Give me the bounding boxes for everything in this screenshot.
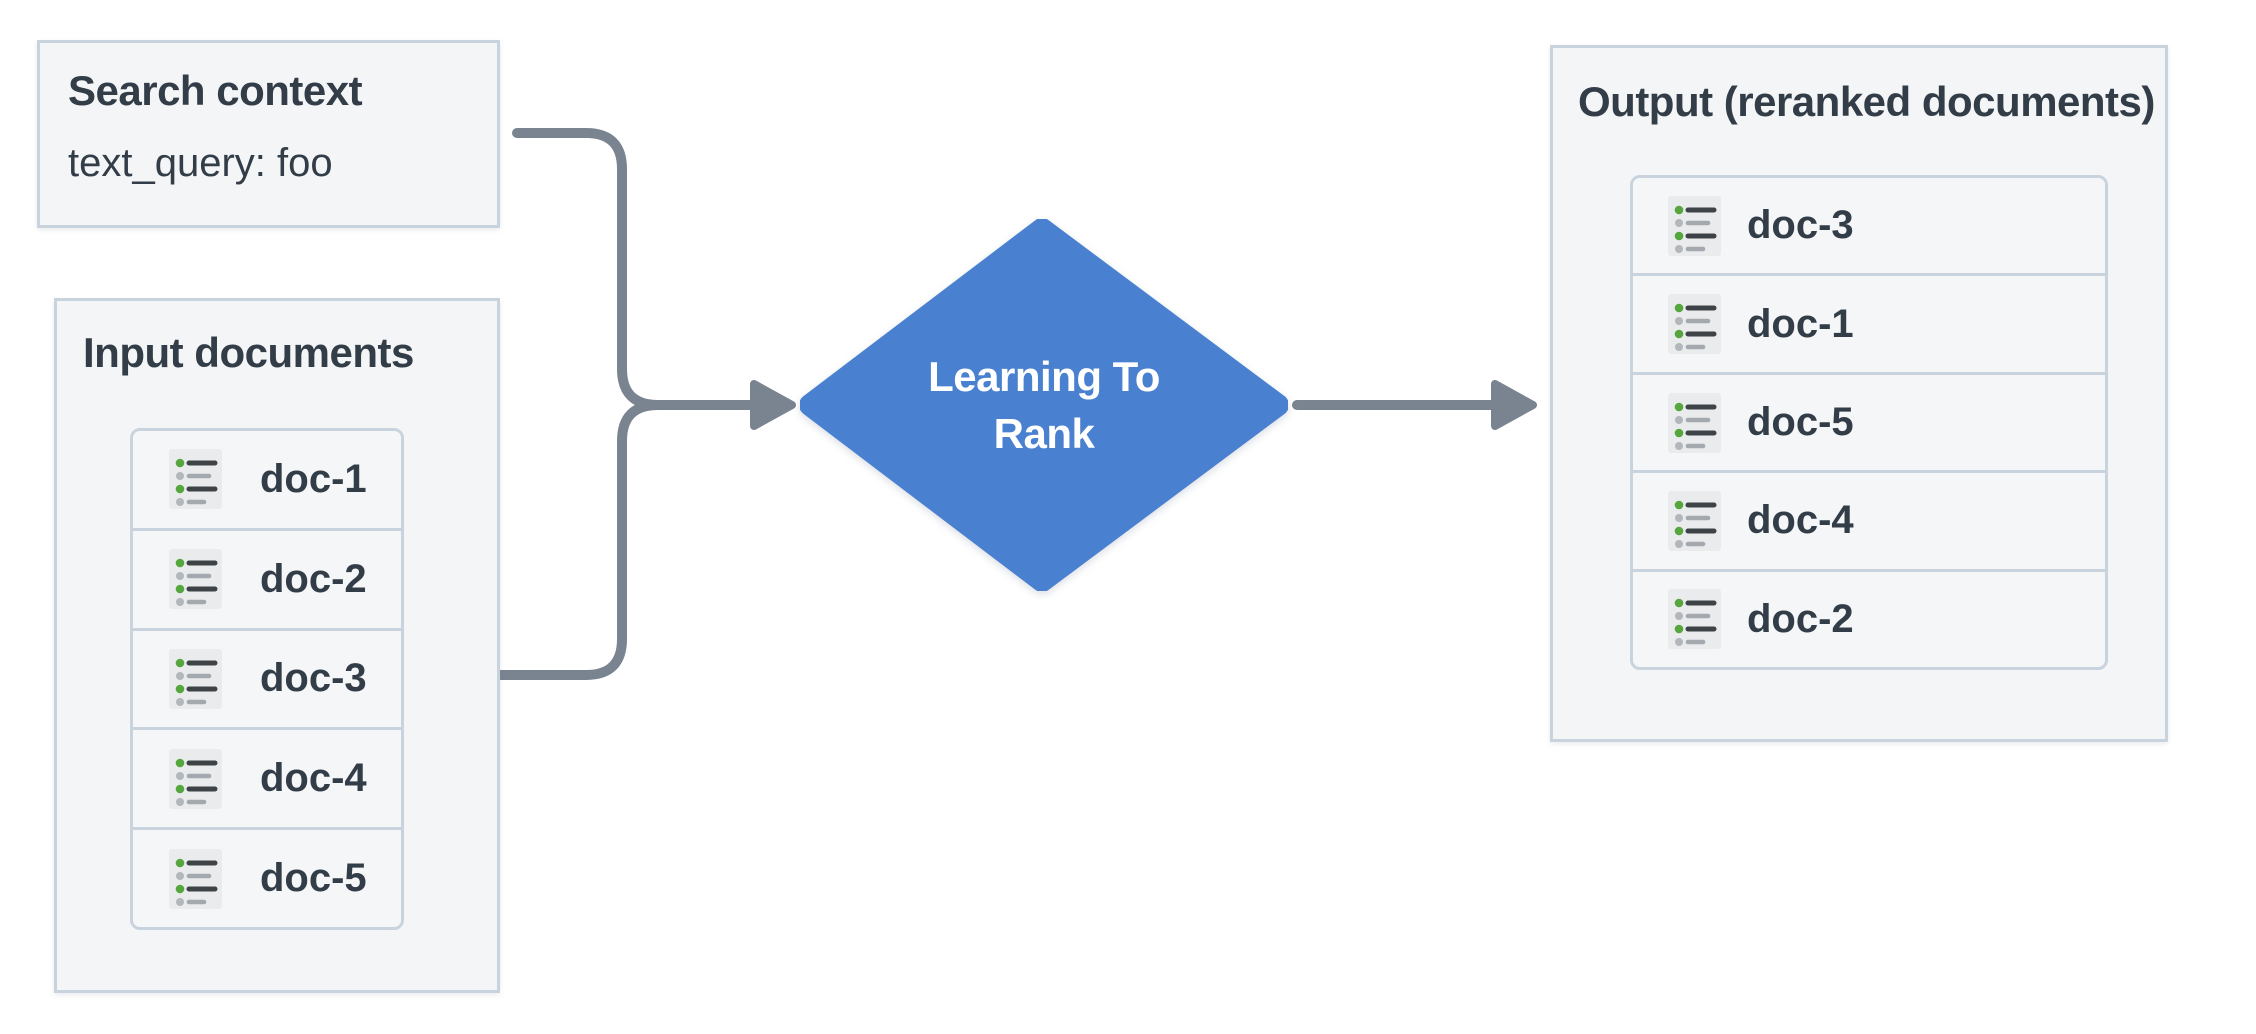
doc-list-icon	[1668, 195, 1721, 256]
output-doc-row-3: doc-5	[1633, 371, 2105, 471]
doc-label: doc-3	[260, 656, 367, 701]
output-title: Output (reranked documents)	[1578, 78, 2155, 125]
doc-label: doc-2	[260, 556, 367, 601]
arrowhead-into-ranker	[750, 380, 796, 430]
input-documents-title: Input documents	[83, 329, 414, 376]
doc-label: doc-4	[1747, 498, 1854, 543]
doc-label: doc-3	[1747, 203, 1854, 248]
diamond-shape	[800, 219, 1288, 591]
doc-list-icon	[169, 449, 222, 510]
doc-label: doc-5	[260, 856, 367, 901]
connector-from-search-context	[512, 128, 755, 410]
search-context-panel: Search context text_query: foo	[37, 40, 500, 228]
doc-list-icon	[1668, 392, 1721, 453]
doc-label: doc-1	[1747, 301, 1854, 346]
output-doc-row-1: doc-3	[1633, 178, 2105, 274]
doc-list-icon	[169, 848, 222, 909]
input-doc-row-5: doc-5	[133, 827, 401, 927]
input-doc-row-4: doc-4	[133, 727, 401, 828]
merge-arrow-into-ranker	[496, 128, 755, 680]
doc-list-icon	[169, 648, 222, 709]
connector-from-input-documents	[496, 400, 663, 680]
arrowhead-into-output	[1491, 380, 1537, 430]
search-context-title: Search context	[68, 67, 363, 114]
output-doc-list: doc-3 doc-1 doc-5	[1630, 175, 2108, 670]
input-doc-row-3: doc-3	[133, 627, 401, 728]
ranker-label: Learning To Rank	[800, 219, 1288, 591]
doc-label: doc-5	[1747, 400, 1854, 445]
input-doc-row-1: doc-1	[133, 431, 401, 528]
ranker-label-line2: Rank	[993, 410, 1095, 457]
output-panel: Output (reranked documents) doc-3	[1550, 45, 2168, 742]
search-query-text: text_query: foo	[68, 141, 333, 186]
doc-list-icon	[169, 549, 222, 610]
learning-to-rank-node: Learning To Rank	[800, 219, 1288, 591]
ranker-label-line1: Learning To	[928, 353, 1160, 400]
doc-list-icon	[1668, 294, 1721, 355]
doc-label: doc-2	[1747, 596, 1854, 641]
output-doc-row-4: doc-4	[1633, 470, 2105, 569]
doc-list-icon	[1668, 589, 1721, 650]
output-doc-row-2: doc-1	[1633, 273, 2105, 372]
input-documents-panel: Input documents doc-1 doc-2	[54, 298, 500, 993]
doc-list-icon	[169, 748, 222, 809]
doc-label: doc-1	[260, 456, 367, 501]
input-doc-row-2: doc-2	[133, 527, 401, 628]
output-doc-row-5: doc-2	[1633, 568, 2105, 667]
input-doc-list: doc-1 doc-2 doc-3	[130, 428, 404, 930]
doc-label: doc-4	[260, 756, 367, 801]
doc-list-icon	[1668, 490, 1721, 551]
